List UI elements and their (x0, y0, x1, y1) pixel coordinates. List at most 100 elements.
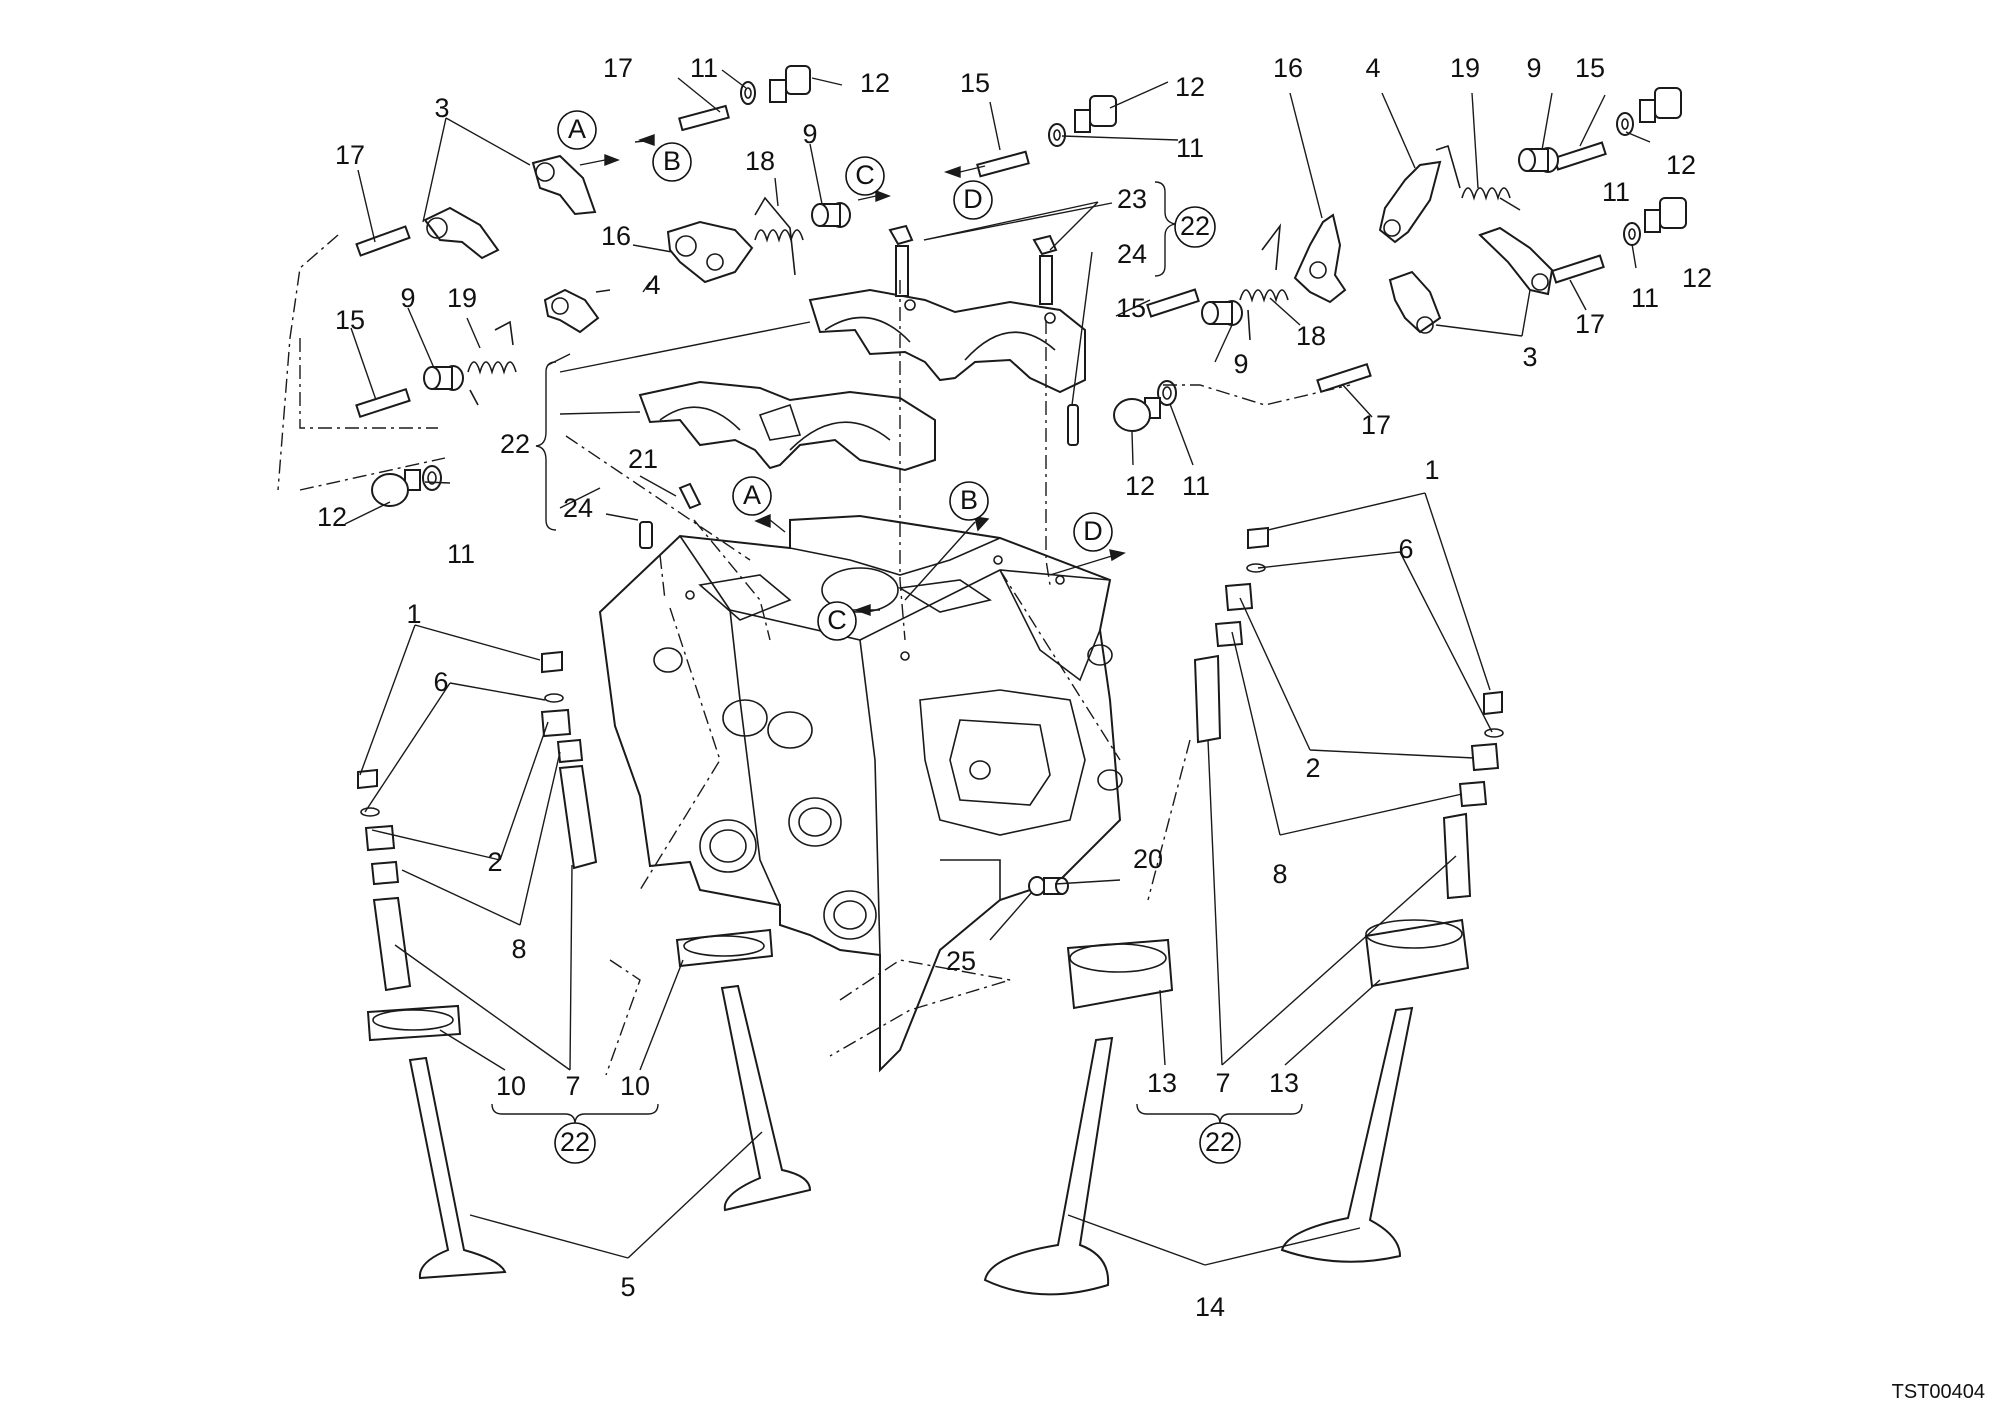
svg-text:D: D (1083, 516, 1103, 546)
callout-12: 12 (1682, 263, 1712, 293)
callout-17: 17 (603, 53, 633, 83)
assembly-centerlines (277, 234, 1351, 1076)
rocker-arm-4-left (543, 288, 600, 334)
callout-11: 11 (1182, 471, 1210, 501)
valve-train-left (357, 650, 812, 1280)
valve-train-right (983, 526, 1504, 1296)
washer-11-right (1623, 222, 1641, 246)
callout-19: 19 (1450, 53, 1480, 83)
callout-1: 1 (406, 599, 421, 629)
callout-1: 1 (1424, 455, 1439, 485)
spacer-9-left (423, 365, 464, 391)
callout-5: 5 (620, 1272, 635, 1302)
callout-13: 13 (1269, 1068, 1299, 1098)
callout-7: 7 (565, 1071, 580, 1101)
rocker-shaft-17-right (1551, 254, 1605, 284)
svg-text:22: 22 (1205, 1127, 1235, 1157)
callout-15: 15 (1575, 53, 1605, 83)
spacer-9-top-left (811, 202, 851, 228)
washer-11-bottom-left (422, 465, 442, 491)
svg-text:D: D (963, 184, 983, 214)
callout-11: 11 (1176, 133, 1204, 163)
callout-8: 8 (511, 934, 526, 964)
rocker-arm-4-right (1378, 160, 1442, 244)
bracket-kit-left (491, 1103, 659, 1125)
callout-19: 19 (447, 283, 477, 313)
rocker-arm-16-left (666, 220, 754, 284)
callout-14: 14 (1195, 1292, 1225, 1322)
svg-text:22: 22 (1180, 211, 1210, 241)
callout-11: 11 (1631, 283, 1659, 313)
callout-2: 2 (1305, 753, 1320, 783)
rocker-shaft-15-top-center (976, 150, 1030, 178)
cap-bolt-left (888, 224, 914, 297)
circled-ref-a-head: A (732, 476, 772, 516)
svg-text:B: B (960, 485, 978, 515)
rocker-arm-3-top-left (531, 154, 597, 216)
callout-6: 6 (1398, 534, 1413, 564)
rocker-shaft-17-lower-right (1316, 362, 1372, 394)
callout-12: 12 (1125, 471, 1155, 501)
plug-bolt (1028, 876, 1069, 896)
callout-12: 12 (317, 502, 347, 532)
svg-text:C: C (827, 605, 847, 635)
callout-13: 13 (1147, 1068, 1177, 1098)
circled-ref-d-head: D (1073, 512, 1113, 552)
camshaft-cap-rear (808, 288, 1086, 394)
rocker-arm-3-right-lower (1388, 270, 1442, 334)
circled-kit-22-right: 22 (1199, 1122, 1241, 1164)
circled-ref-c-top: C (845, 156, 885, 196)
circled-ref-c-head: C (817, 601, 857, 641)
stud (678, 482, 702, 510)
cap-bolt-right (1032, 234, 1058, 305)
spring-19-right (1435, 144, 1521, 211)
callout-17: 17 (1575, 309, 1605, 339)
svg-text:A: A (743, 480, 761, 510)
callout-9: 9 (802, 119, 817, 149)
rocker-arm-16-right (1293, 213, 1347, 304)
spring-18-right (1239, 223, 1289, 341)
rocker-arm-3-right-upper (1478, 226, 1554, 296)
plug-12-right (1644, 197, 1687, 233)
dowel-pin-left (639, 521, 653, 549)
plug-12-top-left (769, 65, 811, 103)
rocker-shaft-15-center (1146, 288, 1200, 318)
callout-11: 11 (447, 539, 475, 569)
plug-12-center (1113, 397, 1161, 432)
callout-15: 15 (960, 68, 990, 98)
callout-17: 17 (335, 140, 365, 170)
plug-12-top-center (1074, 95, 1117, 133)
rocker-shaft-17-top-left (678, 104, 730, 132)
callout-12: 12 (860, 68, 890, 98)
callout-15: 15 (1116, 293, 1146, 323)
callout-8: 8 (1272, 859, 1287, 889)
svg-text:A: A (568, 114, 586, 144)
callout-23: 23 (1117, 184, 1147, 214)
bracket-caps-22 (535, 321, 811, 531)
rocker-shaft-15-top-right (1553, 141, 1607, 171)
leader-lines (344, 69, 1651, 1266)
callout-2: 2 (487, 847, 502, 877)
rocker-arm-3-left (423, 206, 500, 260)
spacer-9-right (1518, 147, 1559, 173)
callout-16: 16 (1273, 53, 1303, 83)
callout-10: 10 (496, 1071, 526, 1101)
callout-20: 20 (1133, 844, 1163, 874)
callout-18: 18 (745, 146, 775, 176)
callout-18: 18 (1296, 321, 1326, 351)
washer-11-top-right (1616, 112, 1634, 136)
callout-16: 16 (601, 221, 631, 251)
callout-12: 12 (1175, 72, 1205, 102)
bracket-kit-right (1136, 1103, 1303, 1125)
washer-11-center (1157, 380, 1177, 406)
reference-arrows (579, 134, 1126, 616)
callout-24: 24 (1117, 239, 1147, 269)
callout-9: 9 (1233, 349, 1248, 379)
svg-text:22: 22 (560, 1127, 590, 1157)
cylinder-head (598, 514, 1123, 1073)
callout-3: 3 (1522, 342, 1537, 372)
callout-11: 11 (690, 53, 718, 83)
callout-25: 25 (946, 946, 976, 976)
callout-17: 17 (1361, 410, 1391, 440)
